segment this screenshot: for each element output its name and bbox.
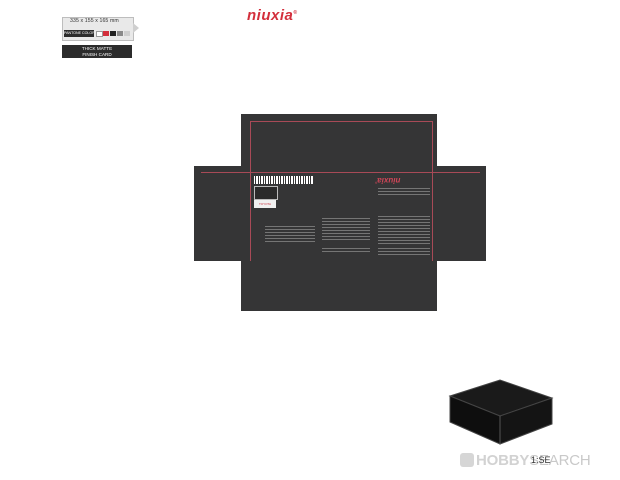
brand-mark: ® xyxy=(293,10,298,16)
spec-tag-arrow xyxy=(133,23,139,33)
spec-size-label: 335 x 155 x 165 mm xyxy=(70,18,119,24)
box-net-bottom-flap xyxy=(241,261,437,311)
fold-guide-left xyxy=(250,121,251,261)
brand-logo: niuxia® xyxy=(247,7,298,24)
color-swatch-light-gray xyxy=(124,31,130,36)
instruction-text-block-3 xyxy=(378,216,430,244)
product-code-box xyxy=(254,186,278,200)
brand-name: niuxia xyxy=(247,7,294,24)
box-net-left-flap xyxy=(194,166,242,261)
box-3d-preview xyxy=(448,379,554,445)
finish-line-1: THICK MATTE xyxy=(81,46,113,51)
watermark-hobby-text: HOBBY xyxy=(476,452,530,469)
box-brand-name: niuxia xyxy=(377,176,401,185)
box-brand-mark: ® xyxy=(375,180,378,185)
fold-guide-right xyxy=(432,121,433,261)
watermark-search-text: SEARCH xyxy=(529,452,591,469)
instruction-text-block-2 xyxy=(322,218,370,242)
barcode xyxy=(254,176,314,184)
hobby-search-watermark: HOBBYSEARCH xyxy=(460,452,591,469)
box-brand-logo: niuxia® xyxy=(375,176,400,185)
color-swatch-white xyxy=(96,31,103,37)
fold-guide-top xyxy=(250,121,432,122)
fold-guide-middle xyxy=(201,172,480,173)
instruction-text-block-5 xyxy=(378,248,430,256)
finish-line-2: FINISH CARD xyxy=(82,51,112,57)
box-tagline-text xyxy=(378,188,430,196)
finish-card-label: THICK MATTE FINISH CARD xyxy=(62,45,132,58)
color-swatch-gray xyxy=(117,31,123,36)
spec-tag xyxy=(62,17,134,41)
product-code-label: TOYOTA xyxy=(254,200,276,208)
color-swatch-red xyxy=(103,31,109,36)
spec-colors-label: PANTONE COLORS xyxy=(64,30,94,37)
box-net-top-flap xyxy=(241,114,437,166)
instruction-text-block-1 xyxy=(265,226,315,244)
scale-label: 1:SE xyxy=(531,455,551,465)
hobby-search-logo-icon xyxy=(460,453,474,467)
box-net-right-flap xyxy=(436,166,486,261)
color-swatch-black xyxy=(110,31,116,36)
instruction-text-block-4 xyxy=(322,248,370,254)
